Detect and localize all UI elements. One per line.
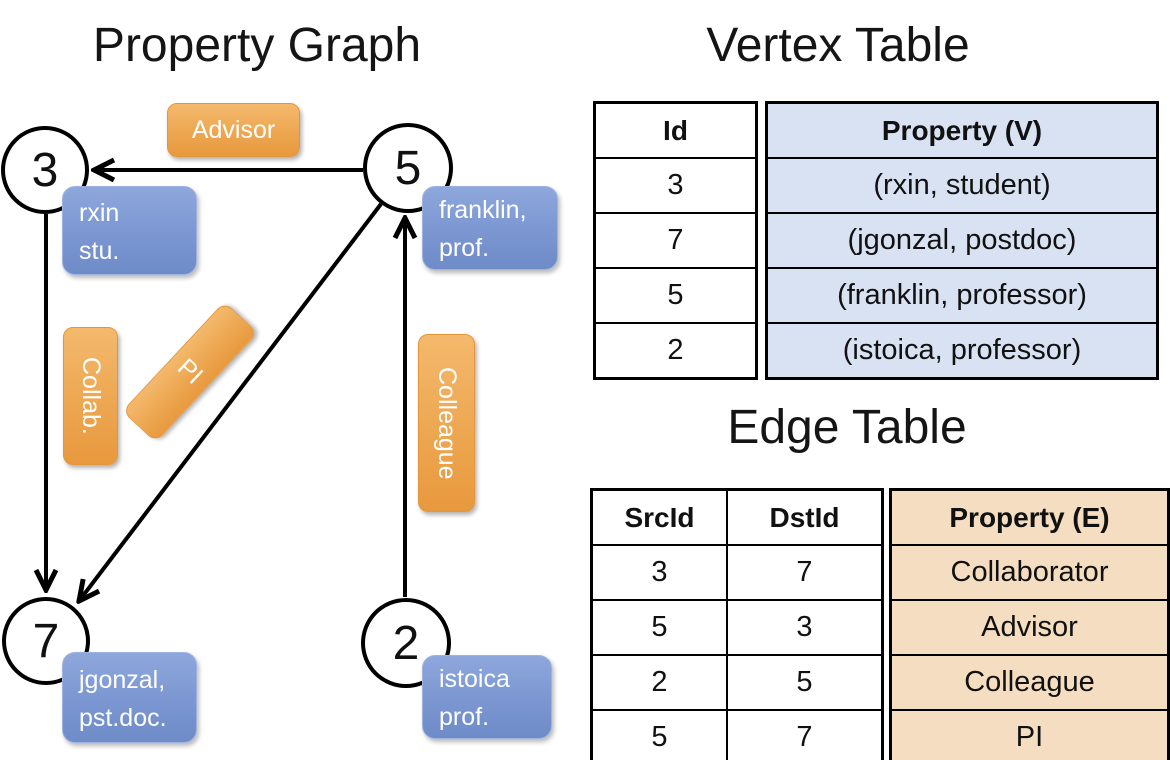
property-cell: (franklin, professor) (768, 269, 1156, 322)
property-cell: Advisor (892, 601, 1167, 654)
table-row: 3 7 (593, 544, 881, 599)
table-row: Advisor (892, 599, 1167, 654)
property-line: rxin (79, 199, 120, 227)
edge-label-text: Colleague (433, 366, 461, 480)
dstid-cell: 5 (726, 656, 881, 709)
column-header: DstId (726, 491, 881, 544)
table-row: Collaborator (892, 544, 1167, 599)
edge-label-text: Advisor (191, 115, 276, 144)
property-cell: (jgonzal, postdoc) (768, 214, 1156, 267)
property-line: jgonzal, (79, 666, 166, 694)
column-header: Property (V) (768, 104, 1156, 157)
table-row: 5 (596, 267, 755, 322)
id-cell: 7 (667, 224, 684, 256)
table-row: (istoica, professor) (768, 322, 1156, 377)
dstid-cell: 7 (726, 711, 881, 760)
edge-table-property-column: Property (E) Collaborator Advisor Collea… (889, 488, 1170, 760)
edge-label-text: PI (172, 353, 209, 390)
property-line: franklin, (439, 196, 527, 224)
node-id: 2 (392, 616, 420, 670)
vertex-property-box-istoica: istoica prof. (422, 655, 552, 739)
edge-table-title: Edge Table (727, 401, 967, 454)
table-row: (franklin, professor) (768, 267, 1156, 322)
property-line: prof. (439, 703, 490, 731)
id-cell: 3 (667, 169, 684, 201)
column-header: SrcId (624, 501, 695, 533)
property-cell: Collaborator (892, 546, 1167, 599)
vertex-table-property-column: Property (V) (rxin, student) (jgonzal, p… (765, 101, 1159, 380)
vertex-node-3: 3 (1, 126, 89, 214)
table-row: 7 (596, 212, 755, 267)
id-cell: 2 (667, 334, 684, 366)
srcid-cell: 5 (651, 721, 668, 753)
node-id: 7 (32, 614, 60, 668)
node-id: 3 (31, 143, 59, 197)
vertex-property-box-rxin: rxin stu. (62, 186, 197, 275)
table-row: (jgonzal, postdoc) (768, 212, 1156, 267)
edge-label-colleague: Colleague (418, 334, 475, 512)
table-row: 3 (596, 157, 755, 212)
table-row: 5 7 (593, 709, 881, 760)
dstid-cell: 7 (726, 546, 881, 599)
column-header: Property (E) (892, 491, 1167, 544)
property-cell: (rxin, student) (768, 159, 1156, 212)
property-cell: Colleague (892, 656, 1167, 709)
vertex-property-box-jgonzal: jgonzal, pst.doc. (62, 652, 197, 743)
table-row: Colleague (892, 654, 1167, 709)
edge-label-advisor: Advisor (167, 103, 300, 157)
node-id: 5 (394, 141, 422, 195)
column-header: Id (663, 114, 688, 146)
vertex-node-5: 5 (363, 123, 453, 213)
srcid-cell: 5 (651, 611, 668, 643)
vertex-table-id-column: Id 3 7 5 2 (593, 101, 758, 380)
property-line: pst.doc. (79, 704, 167, 732)
property-cell: PI (892, 711, 1167, 760)
property-graph-title: Property Graph (92, 19, 422, 72)
table-row: 2 5 (593, 654, 881, 709)
table-row: 2 (596, 322, 755, 377)
vertex-table-title: Vertex Table (706, 19, 970, 72)
table-row: (rxin, student) (768, 157, 1156, 212)
table-row: 5 3 (593, 599, 881, 654)
vertex-property-box-franklin: franklin, prof. (422, 186, 558, 270)
vertex-table: Id 3 7 5 2 Property (V) (rxin, student) … (593, 101, 1159, 380)
edge-label-collab: Collab. (63, 327, 118, 465)
edge-table: SrcId DstId 3 7 5 3 2 5 5 7 Property (E)… (590, 488, 1170, 760)
dstid-cell: 3 (726, 601, 881, 654)
edge-label-pi: PI (122, 301, 258, 443)
table-row: PI (892, 709, 1167, 760)
id-cell: 5 (667, 279, 684, 311)
property-line: istoica (439, 665, 510, 693)
property-line: stu. (79, 237, 120, 265)
edge-label-text: Collab. (77, 357, 105, 435)
property-line: prof. (439, 234, 490, 262)
srcid-cell: 3 (651, 556, 668, 588)
property-cell: (istoica, professor) (768, 324, 1156, 377)
srcid-cell: 2 (651, 666, 668, 698)
edge-table-id-columns: SrcId DstId 3 7 5 3 2 5 5 7 (590, 488, 884, 760)
